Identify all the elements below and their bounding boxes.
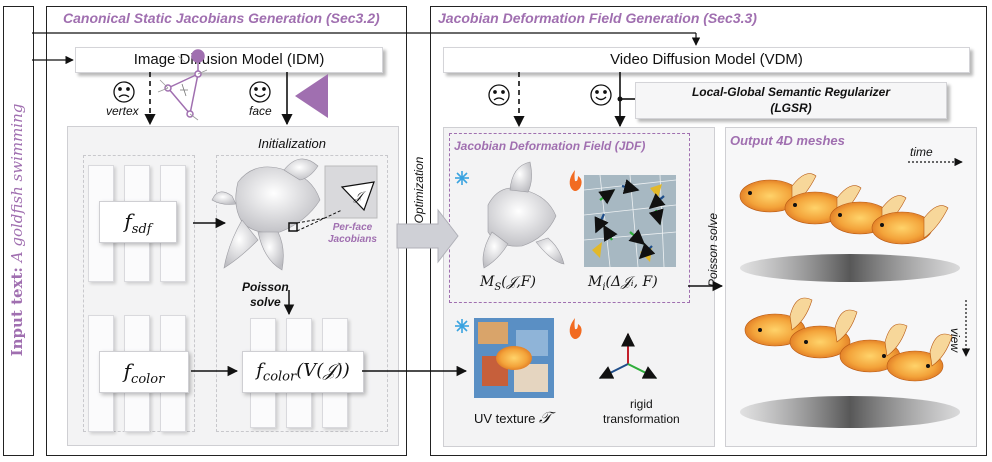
snowflake-icon (455, 319, 469, 333)
per-face-jacobians-label: Per-face Jacobians (328, 222, 377, 245)
jdf-box (449, 133, 690, 303)
sad-face-icon (488, 84, 510, 106)
output-fish-row-time (739, 173, 960, 282)
f-color-vj-sub: color (262, 369, 297, 385)
jacobian-zoom (296, 165, 378, 232)
rigid-axes-icon (598, 332, 658, 379)
jacobian-probe-square (288, 222, 298, 232)
optimization-arrow (396, 208, 459, 264)
f-color-vj-arg: (V(𝒥)) (296, 360, 350, 381)
right-dotted-region (216, 155, 388, 432)
left-poisson-label: Poisson solve (242, 280, 289, 309)
sad-face-icon (113, 81, 135, 103)
uv-texture-label: UV texture 𝒯 (474, 408, 551, 428)
initialization-label: Initialization (258, 136, 326, 151)
left-section-title: Canonical Static Jacobians Generation (S… (63, 10, 380, 26)
face-label: face (249, 104, 272, 118)
ms-arg: (𝒥,F) (501, 274, 536, 290)
output-fish-row-view (740, 297, 960, 428)
vertex-label: vertex (106, 104, 139, 118)
mi-sub: i (602, 281, 606, 293)
vdm-box: Video Diffusion Model (VDM) (443, 47, 970, 73)
mi-base: M (588, 274, 603, 290)
left-internal-arrows (191, 217, 468, 377)
static-mesh-illustration (482, 161, 565, 269)
rigid-transformation-label: rigid transformation (603, 397, 680, 426)
uv-texture-text: UV texture (474, 411, 536, 426)
ms-label: MS(𝒥,F) (480, 274, 536, 293)
flame-icon (569, 170, 582, 191)
lgsr-box: Local-Global Semantic Regularizer (LGSR) (635, 82, 947, 119)
jdf-title: Jacobian Deformation Field (JDF) (454, 139, 646, 153)
input-flow-arrows (32, 32, 701, 65)
f-color-sub: color (131, 372, 165, 387)
output-title: Output 4D meshes (730, 133, 845, 148)
right-section-title: Jacobian Deformation Field Generation (S… (438, 10, 757, 26)
mi-label: Mi(Δ𝒥ᵢ, F) (588, 274, 658, 293)
happy-face-icon (590, 84, 612, 106)
happy-face-icon (249, 81, 271, 103)
idm-box: Image Diffusion Model (IDM) (75, 47, 383, 73)
ms-sub: S (494, 281, 502, 293)
vertex-graph-icon (157, 49, 208, 121)
ms-base: M (480, 274, 495, 290)
uv-texture-symbol: 𝒯 (539, 408, 552, 427)
f-color-vj-base: f (256, 360, 263, 381)
flame-icon (569, 318, 582, 339)
face-triangle-icon (295, 74, 328, 118)
f-sdf-sub: sdf (131, 222, 152, 237)
uv-texture-illustration (474, 318, 554, 398)
input-text-box (3, 6, 34, 456)
f-color-box: fcolor (99, 351, 189, 393)
f-color-vj-box: fcolor(V(𝒥)) (242, 351, 364, 393)
mi-arg: (Δ𝒥ᵢ, F) (605, 274, 658, 290)
deformation-field-illustration (583, 174, 677, 268)
time-label: time (910, 145, 933, 159)
lgsr-junction (617, 96, 623, 102)
white-fish-mesh-illustration (211, 158, 321, 271)
snowflake-icon (455, 171, 469, 185)
f-color-base: f (123, 359, 132, 383)
idm-arrows (144, 72, 293, 126)
f-sdf-base: f (124, 209, 132, 233)
f-sdf-box: fsdf (99, 201, 177, 243)
